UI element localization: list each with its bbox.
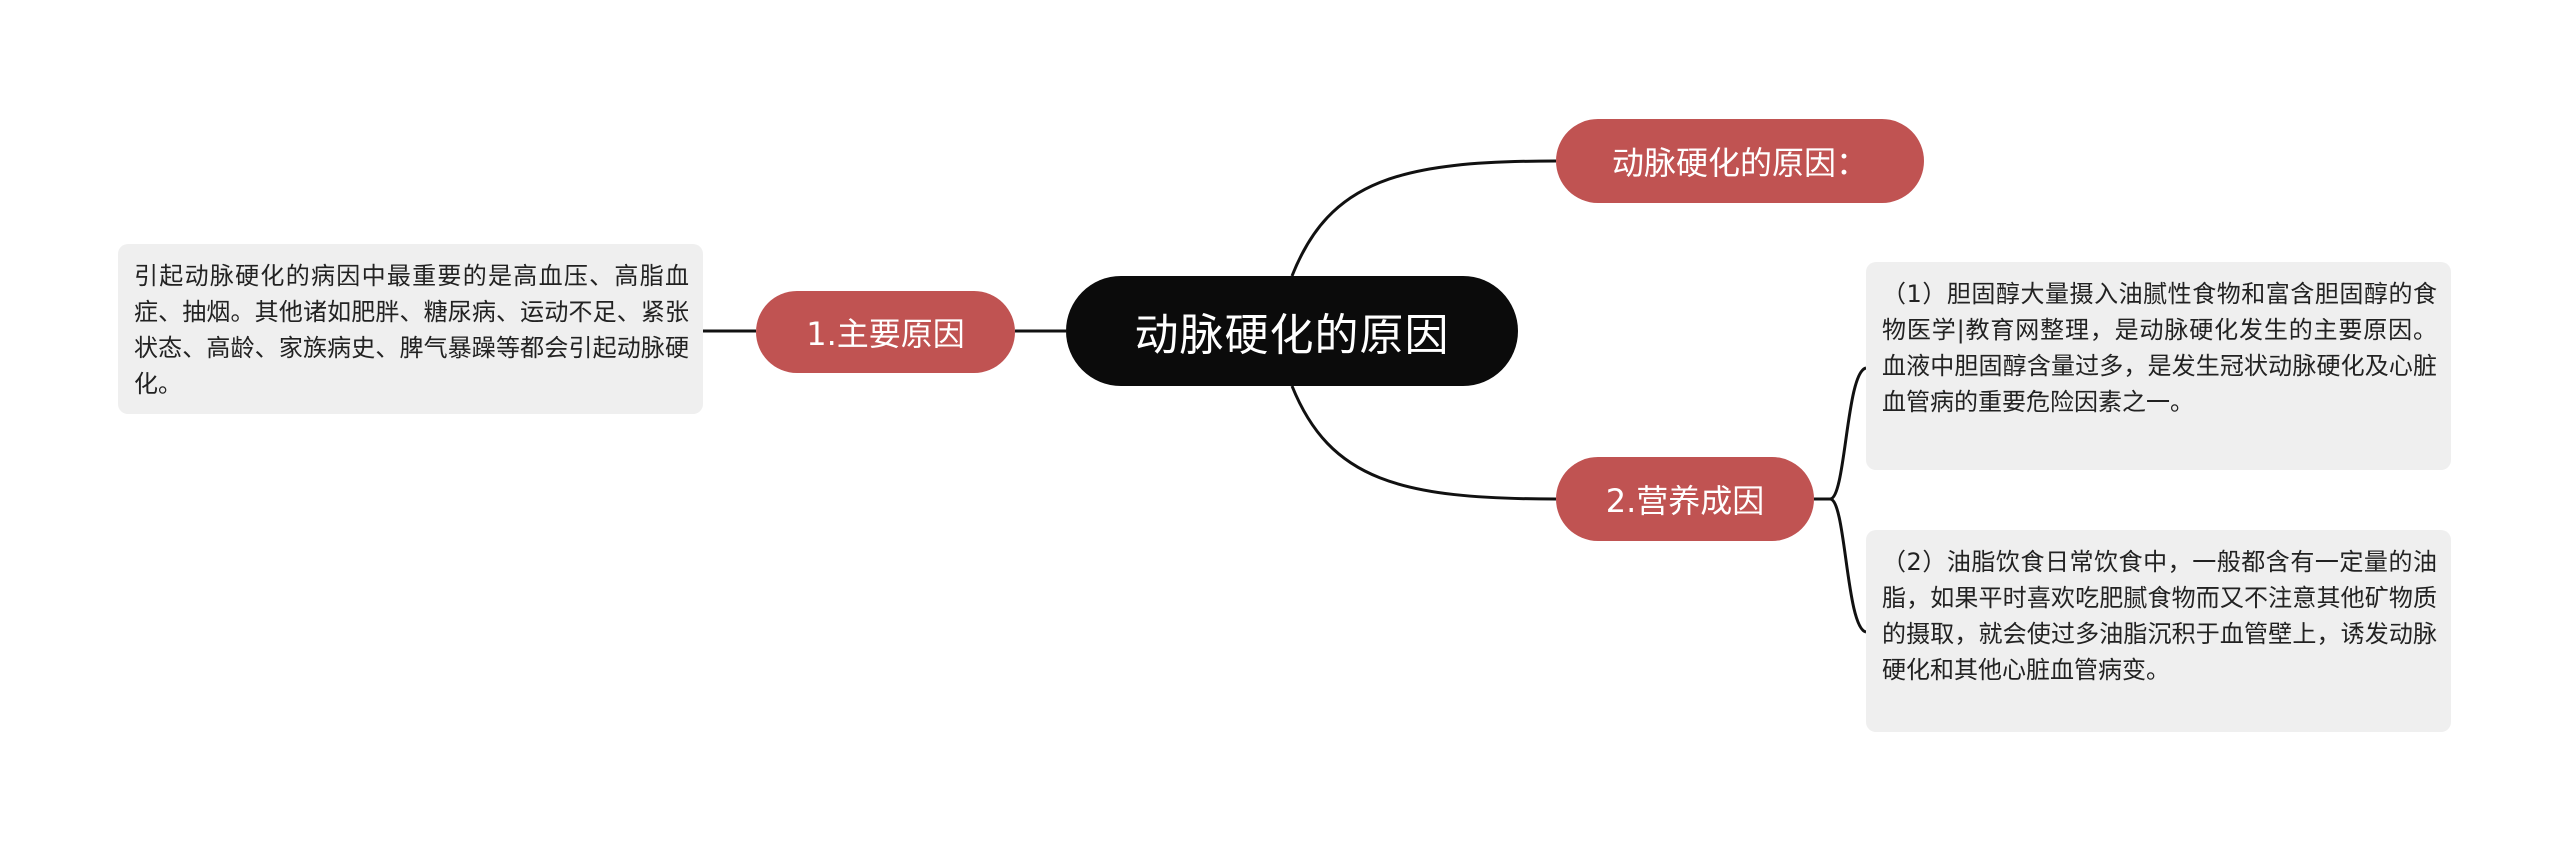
connector-nutrition-to-leaf-2 xyxy=(1829,497,1867,634)
leaf-main-cause-note[interactable]: 引起动脉硬化的病因中最重要的是高血压、高脂血症、抽烟。其他诸如肥胖、糖尿病、运动… xyxy=(118,244,703,414)
connector-nutrition-to-leaf-1 xyxy=(1814,366,1867,501)
branch-main-cause[interactable]: 1.主要原因 xyxy=(756,291,1015,373)
leaf-fat-diet-note[interactable]: （2）油脂饮食日常饮食中，一般都含有一定量的油脂，如果平时喜欢吃肥腻食物而又不注… xyxy=(1866,530,2451,732)
branch-nutrition[interactable]: 2.营养成因 xyxy=(1556,457,1814,541)
connector-root-to-reasons xyxy=(1290,159,1557,277)
branch-reasons[interactable]: 动脉硬化的原因： xyxy=(1556,119,1924,203)
root-node[interactable]: 动脉硬化的原因 xyxy=(1066,276,1518,386)
connector-root-to-nutrition xyxy=(1290,385,1557,501)
leaf-cholesterol-note[interactable]: （1）胆固醇大量摄入油腻性食物和富含胆固醇的食物医学|教育网整理，是动脉硬化发生… xyxy=(1866,262,2451,470)
